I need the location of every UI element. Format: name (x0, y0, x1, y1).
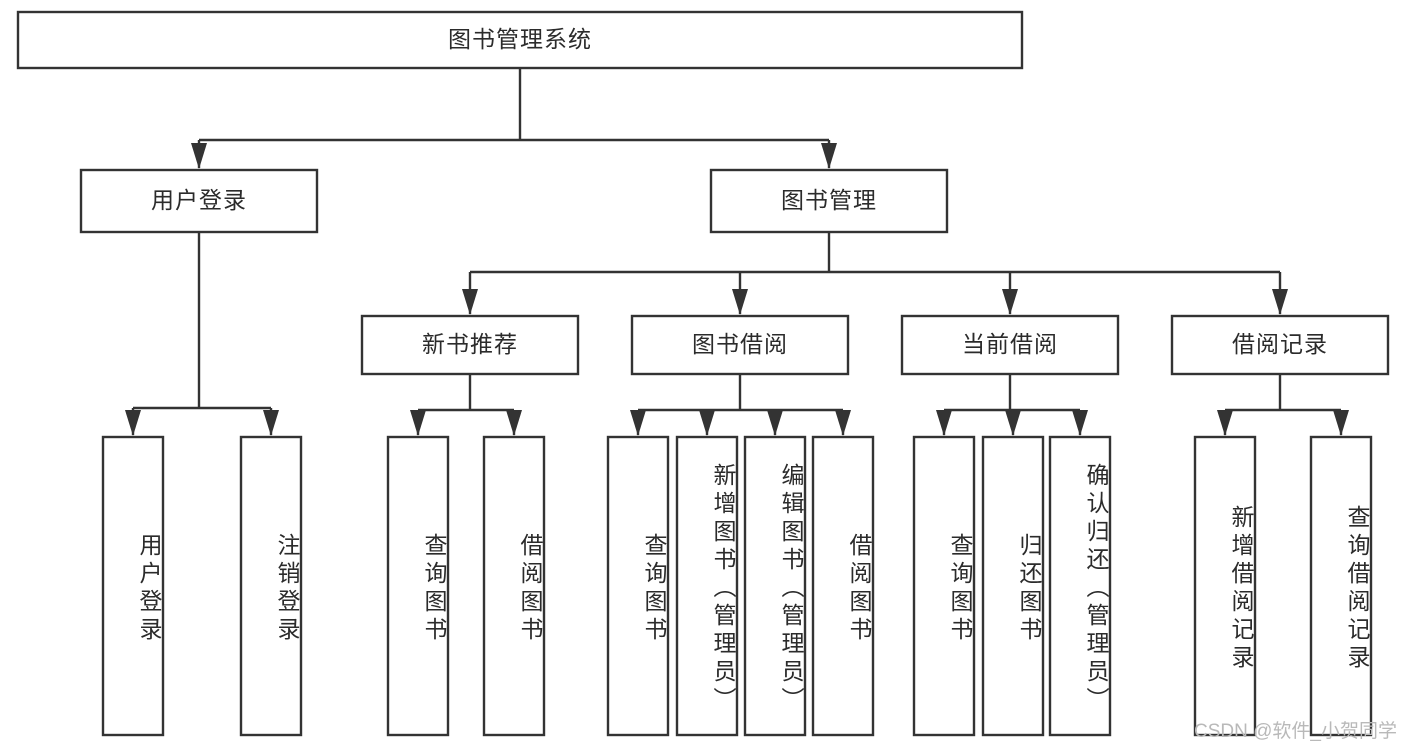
arrow-head-bookmgmt-to-level3-0 (462, 289, 478, 315)
node-leaf-查询图书-2[interactable] (388, 437, 448, 735)
leaf-node-box-新增图书-管理员--5[interactable] (675, 435, 739, 737)
leaf-node-box-查询图书-4[interactable] (606, 435, 670, 737)
leaf-node-box-查询借阅记录-12[interactable] (1309, 435, 1373, 737)
node-level3-借阅记录-3[interactable] (1172, 316, 1388, 374)
arrow-head-bookmgmt-to-level3-3 (1272, 289, 1288, 315)
level2-node-box-用户登录-0[interactable] (79, 168, 319, 234)
node-root-图书管理系统[interactable] (18, 12, 1022, 68)
root-node-box-图书管理系统[interactable] (16, 10, 1024, 70)
leaf-node-box-注销登录-1[interactable] (239, 435, 303, 737)
arrow-head-当前借阅-to-leaf-0 (936, 410, 952, 436)
leaf-node-box-查询图书-8[interactable] (912, 435, 976, 737)
node-leaf-用户登录-0[interactable] (103, 437, 163, 735)
arrow-head-用户登录-to-leaf-1 (263, 410, 279, 436)
arrow-head-用户登录-to-leaf-0 (125, 410, 141, 436)
arrow-head-新书推荐-to-leaf-1 (506, 410, 522, 436)
node-leaf-注销登录-1[interactable] (241, 437, 301, 735)
arrow-head-借阅记录-to-leaf-0 (1217, 410, 1233, 436)
leaf-node-box-新增借阅记录-11[interactable] (1193, 435, 1257, 737)
node-leaf-新增图书-管理员--5[interactable] (677, 437, 737, 735)
arrow-head-图书借阅-to-leaf-3 (835, 410, 851, 436)
node-level2-用户登录-0[interactable] (81, 170, 317, 232)
node-level2-图书管理-1[interactable] (711, 170, 947, 232)
boxes-layer (16, 10, 1390, 737)
leaf-node-box-确认归还-管理员--10[interactable] (1048, 435, 1112, 737)
node-leaf-借阅图书-7[interactable] (813, 437, 873, 735)
arrow-head-bookmgmt-to-level3-2 (1002, 289, 1018, 315)
level3-node-box-图书借阅-1[interactable] (630, 314, 850, 376)
arrow-head-root-to-level2-1 (821, 143, 837, 169)
arrow-head-图书借阅-to-leaf-2 (767, 410, 783, 436)
arrow-head-当前借阅-to-leaf-2 (1072, 410, 1088, 436)
level3-node-box-新书推荐-0[interactable] (360, 314, 580, 376)
node-leaf-新增借阅记录-11[interactable] (1195, 437, 1255, 735)
node-level3-新书推荐-0[interactable] (362, 316, 578, 374)
arrow-head-root-to-level2-0 (191, 143, 207, 169)
watermark-text: CSDN @软件_小贺同学 (1194, 721, 1397, 742)
node-level3-当前借阅-2[interactable] (902, 316, 1118, 374)
node-leaf-编辑图书-管理员--6[interactable] (745, 437, 805, 735)
leaf-node-box-用户登录-0[interactable] (101, 435, 165, 737)
arrow-head-借阅记录-to-leaf-1 (1333, 410, 1349, 436)
arrow-head-当前借阅-to-leaf-1 (1005, 410, 1021, 436)
leaf-node-box-借阅图书-7[interactable] (811, 435, 875, 737)
node-leaf-借阅图书-3[interactable] (484, 437, 544, 735)
leaf-node-box-归还图书-9[interactable] (981, 435, 1045, 737)
connectors-layer (125, 68, 1349, 436)
leaf-node-box-编辑图书-管理员--6[interactable] (743, 435, 807, 737)
node-leaf-查询图书-4[interactable] (608, 437, 668, 735)
leaf-node-box-借阅图书-3[interactable] (482, 435, 546, 737)
leaf-node-box-查询图书-2[interactable] (386, 435, 450, 737)
arrow-head-图书借阅-to-leaf-0 (630, 410, 646, 436)
node-leaf-确认归还-管理员--10[interactable] (1050, 437, 1110, 735)
level3-node-box-借阅记录-3[interactable] (1170, 314, 1390, 376)
node-level3-图书借阅-1[interactable] (632, 316, 848, 374)
arrow-head-bookmgmt-to-level3-1 (732, 289, 748, 315)
arrow-head-新书推荐-to-leaf-0 (410, 410, 426, 436)
level2-node-box-图书管理-1[interactable] (709, 168, 949, 234)
node-leaf-查询图书-8[interactable] (914, 437, 974, 735)
arrow-head-图书借阅-to-leaf-1 (699, 410, 715, 436)
level3-node-box-当前借阅-2[interactable] (900, 314, 1120, 376)
node-leaf-查询借阅记录-12[interactable] (1311, 437, 1371, 735)
node-leaf-归还图书-9[interactable] (983, 437, 1043, 735)
